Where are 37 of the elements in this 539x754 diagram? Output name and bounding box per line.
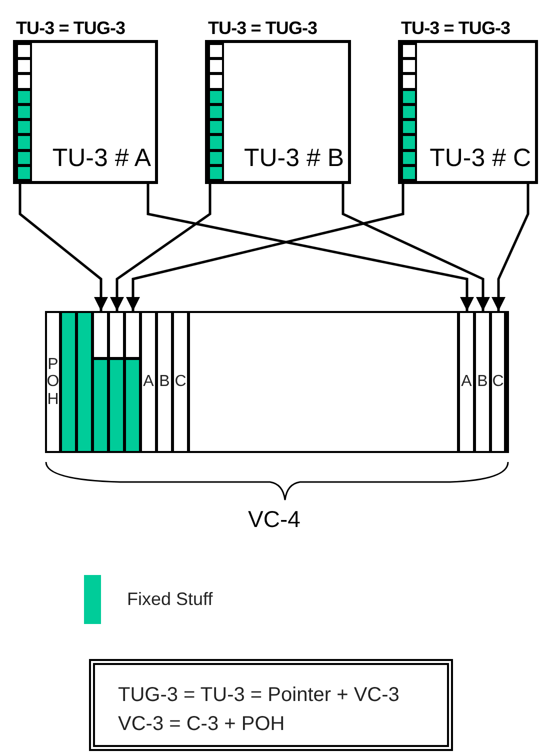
brace-label: VC-4 [248, 508, 300, 531]
arrow [492, 184, 530, 311]
vc4-frame [45, 311, 509, 453]
formula-text: TUG-3 = TU-3 = Pointer + VC-3 [118, 683, 400, 708]
column-cell [47, 313, 62, 451]
column-cell [460, 313, 476, 451]
pointer-column [94, 313, 110, 451]
fixed-stuff-column [78, 313, 94, 451]
arrow [146, 184, 474, 311]
column-label: B [159, 373, 170, 391]
pointer-column [126, 313, 142, 451]
arrow [18, 184, 108, 311]
arrow [342, 184, 490, 311]
column-label: A [461, 373, 472, 391]
column-label: B [477, 373, 488, 391]
arrow [126, 184, 404, 311]
tu-heading: TU-3 = TUG-3 [208, 19, 318, 37]
tu-label: TU-3 # A [52, 146, 151, 171]
column-cell [476, 313, 492, 451]
tu-heading: TU-3 = TUG-3 [401, 19, 510, 37]
column-label: A [143, 373, 154, 391]
column-cell [174, 313, 190, 451]
column-cell [142, 313, 158, 451]
tu-heading: TU-3 = TUG-3 [16, 19, 126, 37]
column-cell [492, 313, 507, 451]
column-cell [158, 313, 174, 451]
column-label: POH [46, 356, 60, 408]
column-label: C [492, 373, 504, 391]
fixed-stuff-column [62, 313, 78, 451]
formula-text: VC-3 = C-3 + POH [118, 712, 286, 737]
tu-label: TU-3 # C [430, 146, 531, 171]
column-label: C [174, 373, 186, 391]
pointer-column [110, 313, 126, 451]
legend-label: Fixed Stuff [127, 588, 213, 611]
arrow [110, 184, 212, 311]
formula-box [89, 659, 453, 751]
tu-label: TU-3 # B [244, 146, 344, 171]
